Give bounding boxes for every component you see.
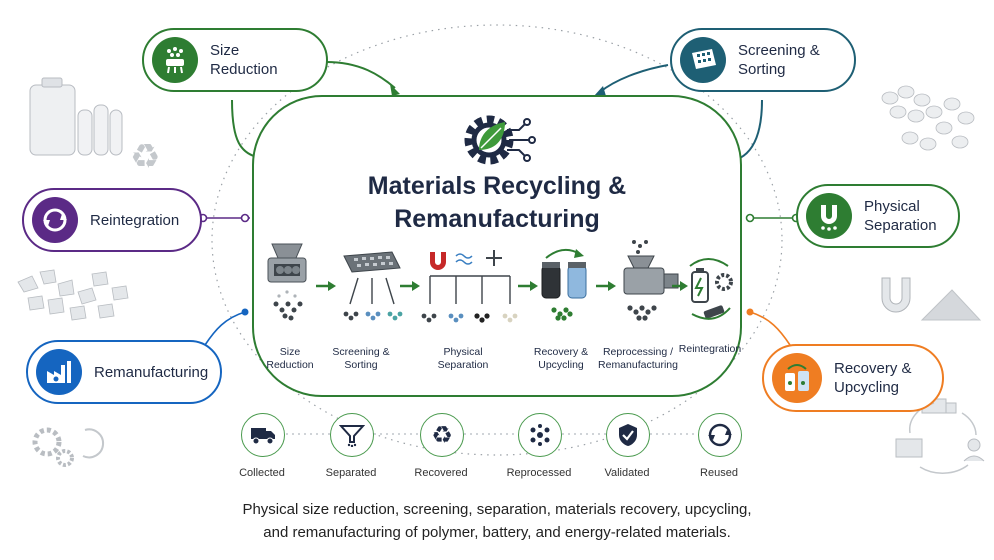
gear-gray-2 <box>56 449 74 467</box>
shield-check-icon <box>619 424 637 446</box>
status-label-recovered: Recovered <box>414 467 468 479</box>
status-label-reused: Reused <box>700 467 738 479</box>
connector-screening-down <box>739 99 763 159</box>
wave-icon <box>455 253 473 265</box>
node-dot-recovery <box>746 308 754 316</box>
connector-remanufacturing <box>204 311 246 346</box>
plus-icon <box>486 250 502 266</box>
title-line-2: Remanufacturing <box>394 205 600 233</box>
status-reprocessed[interactable] <box>518 413 562 457</box>
status-collected[interactable] <box>241 413 285 457</box>
magnet-icon <box>430 252 446 270</box>
status-label-collected: Collected <box>239 467 285 479</box>
node-dot-reintegration-2 <box>240 213 250 223</box>
step-label-6: Reintegration <box>678 343 742 355</box>
truck-icon <box>251 428 275 445</box>
node-reintegration-label: Reintegration <box>90 211 180 229</box>
node-remanufacturing-badge <box>36 349 82 395</box>
status-connector-layer <box>286 433 698 435</box>
magnet-icon <box>821 205 837 231</box>
recycle-symbol-gray: ♻ <box>130 137 160 177</box>
recycle-icon: ♻ <box>431 421 453 449</box>
dotted-orbit <box>211 24 783 456</box>
status-recovered[interactable]: ♻ <box>420 413 464 457</box>
step-label-2: Screening &Sorting <box>332 346 390 371</box>
status-separated[interactable] <box>330 413 374 457</box>
node-reintegration-badge <box>32 197 78 243</box>
status-label-validated: Validated <box>604 467 650 479</box>
node-recovery-label: Recovery &Upcycling <box>834 360 912 396</box>
cycle-arrow-gray <box>82 428 105 459</box>
node-dot-physical <box>745 213 755 223</box>
node-remanufacturing-label: Remanufacturing <box>94 363 209 381</box>
battery-cell-3 <box>109 109 123 156</box>
node-reintegration[interactable]: Reintegration <box>22 188 202 252</box>
gear-gray-1 <box>32 427 62 457</box>
connector-screening <box>599 64 669 93</box>
node-remanufacturing[interactable]: Remanufacturing <box>26 340 222 404</box>
batteries-graphic: ♻ <box>29 77 160 177</box>
logistics-graphic <box>895 398 985 474</box>
factory-icon <box>47 361 71 383</box>
connector-recovery <box>749 311 791 346</box>
magnet-gray-icon <box>881 277 911 313</box>
node-recovery-upcycling[interactable]: Recovery &Upcycling <box>762 344 944 412</box>
cycle-arrows-icon <box>708 423 732 447</box>
molecule-icon <box>530 424 550 446</box>
caption-line-2: and remanufacturing of polymer, battery,… <box>263 524 731 541</box>
battery-cap <box>41 77 63 88</box>
separation-icon <box>421 250 518 323</box>
factory-gray <box>895 438 923 458</box>
magnet-powder-graphic <box>881 277 982 321</box>
powder-pile <box>920 289 982 321</box>
main-frame <box>252 95 742 397</box>
cycle-arrows-icon <box>43 208 67 232</box>
shredder-icon <box>267 243 307 321</box>
arrowhead-size-top <box>390 84 400 96</box>
jars-icon <box>541 248 587 321</box>
node-screening-sorting[interactable]: Screening &Sorting <box>670 28 856 92</box>
process-illustrations <box>267 240 733 323</box>
status-validated[interactable] <box>606 413 650 457</box>
title-line-1: Materials Recycling & <box>367 172 627 200</box>
connector-size-top <box>325 61 396 89</box>
status-label-reprocessed: Reprocessed <box>506 467 572 479</box>
gear-leaf-logo <box>464 115 536 165</box>
step-label-5: Reprocessing /Remanufacturing <box>598 346 678 371</box>
sieve-icon <box>692 49 716 69</box>
battery-cell-2 <box>93 104 109 156</box>
funnel-icon <box>339 425 365 447</box>
battery-box <box>29 84 76 156</box>
node-recovery-badge <box>772 353 822 403</box>
grinder-icon <box>166 47 184 74</box>
battery-gear-icon <box>689 258 733 320</box>
status-label-separated: Separated <box>325 467 377 479</box>
circuit-icon <box>507 118 536 162</box>
caption-line-1: Physical size reduction, screening, sepa… <box>242 501 752 518</box>
node-physical-badge <box>806 193 852 239</box>
status-reused[interactable] <box>698 413 742 457</box>
step-label-4: Recovery &Upcycling <box>533 346 589 371</box>
person-gray <box>967 438 981 452</box>
plastic-flakes-graphic <box>17 269 129 321</box>
jars-icon <box>785 364 809 391</box>
screen-tray-icon <box>343 251 403 321</box>
extruder-icon <box>623 240 679 321</box>
battery-cell-1 <box>77 109 93 156</box>
arrowhead-screening <box>594 86 606 96</box>
node-size-reduction-badge <box>152 37 198 83</box>
node-screening-label: Screening &Sorting <box>738 42 820 78</box>
node-dot-reman <box>241 308 249 316</box>
node-screening-badge <box>680 37 726 83</box>
gears-graphic <box>32 427 105 467</box>
pellets-graphic <box>881 85 975 151</box>
main-title: Materials Recycling & Remanufacturing <box>252 170 742 236</box>
